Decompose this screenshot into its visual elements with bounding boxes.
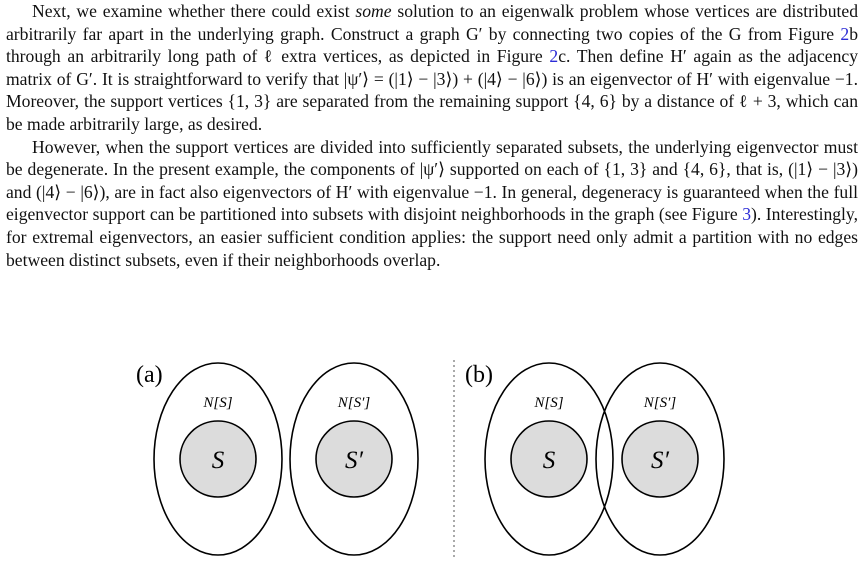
figure-ref-link[interactable]: 3 [742, 204, 752, 225]
figure-ref-link[interactable]: 2 [840, 23, 850, 44]
paragraph-1: Next, we examine whether there could exi… [6, 0, 858, 136]
body-text: Next, we examine whether there could exi… [6, 0, 858, 271]
panel-a: (a) N[S] S N[S′] S′ [136, 362, 419, 556]
outer-label-left: N[S] [533, 395, 563, 411]
inner-label-right: S′ [651, 447, 670, 474]
inner-label-left: S [212, 447, 225, 474]
outer-label-right: N[S′] [337, 395, 371, 411]
outer-label-left: N[S] [202, 395, 232, 411]
emphasis: some [355, 1, 392, 21]
text-run: solution to an eigenwalk problem whose v… [6, 1, 858, 44]
inner-set-left [179, 420, 257, 498]
inner-set-right [315, 420, 393, 498]
outer-neighborhood-right [595, 362, 725, 556]
text-run: b through an arbitrarily long path of ℓ … [6, 23, 858, 67]
figure-svg: (a) N[S] S N[S′] S′ (b) N[S] N[S′] S S′ [136, 360, 725, 559]
panel-a-label: (a) [136, 362, 163, 388]
panel-b: (b) N[S] N[S′] S S′ [465, 362, 725, 556]
inner-set-left [510, 420, 588, 498]
text-run: However, when the support vertices are d… [6, 136, 858, 225]
inner-label-left: S [543, 447, 556, 474]
outer-label-right: N[S′] [643, 395, 677, 411]
text-run: ). Interestingly, for extremal eigenvect… [6, 204, 858, 270]
outer-neighborhood-left [484, 362, 614, 556]
inner-label-right: S′ [345, 447, 364, 474]
figure-ref-link[interactable]: 2 [549, 46, 559, 67]
figure-neighborhoods: (a) N[S] S N[S′] S′ (b) N[S] N[S′] S S′ [0, 352, 863, 559]
inner-set-right [621, 420, 699, 498]
text-run: c. Then define H′ again as the adjacency… [6, 46, 858, 134]
panel-b-label: (b) [465, 362, 493, 388]
text-run: Next, we examine whether there could exi… [32, 1, 356, 21]
paragraph-2: However, when the support vertices are d… [6, 136, 858, 272]
